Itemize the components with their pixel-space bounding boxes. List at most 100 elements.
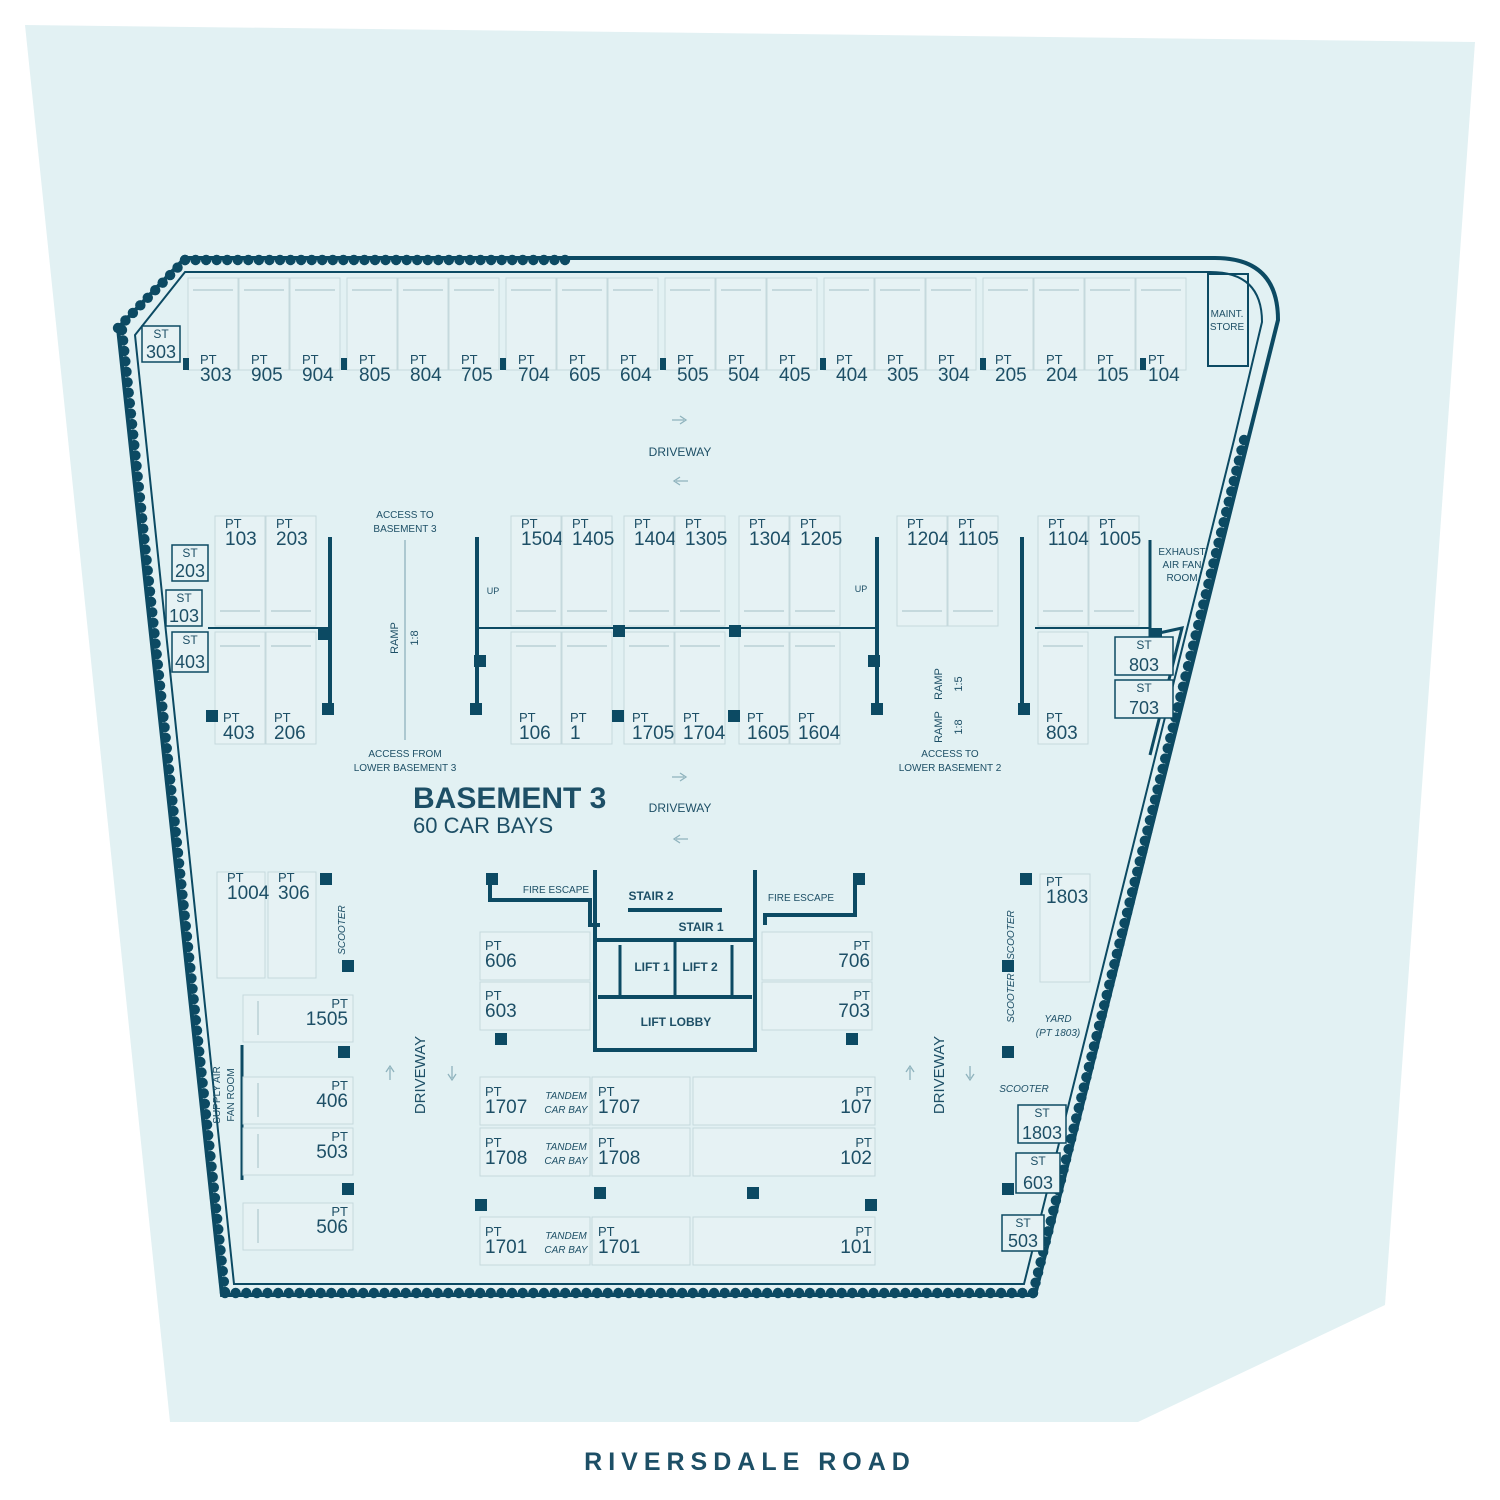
hedge-dot <box>1149 794 1161 805</box>
column <box>728 710 740 722</box>
storage-label-st: ST <box>182 633 198 647</box>
building-inner-outline <box>133 271 1264 1285</box>
storage-unit <box>1017 1104 1067 1144</box>
column <box>495 1033 507 1045</box>
hedge-dot <box>368 1287 380 1299</box>
hedge-dot <box>117 335 129 346</box>
hedge-dot <box>1159 753 1171 764</box>
bay-label-number: 205 <box>995 365 1027 386</box>
bay-label-number: 405 <box>779 365 811 386</box>
bay-label-number: 1504 <box>521 529 564 550</box>
bay-label-pt: PT <box>598 1224 615 1239</box>
hedge-dot <box>1045 1215 1056 1227</box>
driveway-left-label: DRIVEWAY <box>412 1036 429 1114</box>
parking-bay <box>591 1127 691 1177</box>
parking-bay <box>715 277 767 371</box>
hedge-dot <box>1006 1287 1017 1299</box>
hedge-dot <box>154 680 166 691</box>
hedge-dot <box>218 1276 230 1287</box>
bay-label-number: 104 <box>1148 365 1180 386</box>
parking-bay <box>591 1216 691 1266</box>
hedge-dot <box>150 638 161 649</box>
hedge-dot <box>549 1287 560 1299</box>
parking-bay <box>823 277 875 371</box>
bay-label-number: 1701 <box>485 1237 527 1258</box>
lift1-label: LIFT 1 <box>634 960 670 974</box>
bay-label-pt: PT <box>1046 874 1063 889</box>
parking-bay <box>896 515 948 627</box>
hedge-dot <box>379 1287 390 1299</box>
column <box>846 1033 858 1045</box>
bay-label-pt: PT <box>302 352 319 367</box>
hedge-dot <box>443 254 455 266</box>
parking-bay <box>479 931 591 981</box>
hedge-dot <box>528 1287 539 1299</box>
hedge-dot <box>1233 455 1245 466</box>
bay-label-pt: PT <box>410 352 427 367</box>
hedge-dot <box>204 1140 215 1151</box>
parking-bay <box>448 277 500 371</box>
hedge-dot <box>122 377 133 388</box>
hedge-dot <box>1223 496 1234 507</box>
hedge-dot <box>1116 928 1128 939</box>
hedge-dot <box>1175 691 1186 703</box>
parking-bay <box>561 515 613 627</box>
bay-label-pt: PT <box>485 1135 502 1150</box>
tandem-label-1: TANDEM <box>545 1231 587 1242</box>
hedge-dot <box>836 1287 847 1299</box>
hedge-dot <box>623 1287 635 1299</box>
hedge-dot <box>243 254 254 266</box>
bay-label-number: 101 <box>840 1237 872 1258</box>
hedge-dot <box>932 1287 943 1299</box>
parking-bay <box>214 631 266 745</box>
hedge-dot <box>1172 702 1184 713</box>
bay-label-number: 304 <box>938 365 970 386</box>
bay-label-pt: PT <box>728 352 745 367</box>
storage-label-st: ST <box>1034 1106 1050 1120</box>
hedge-dot <box>1142 825 1153 836</box>
hedge-dot <box>1147 804 1158 816</box>
parking-bay <box>267 871 317 979</box>
bay-label-pt: PT <box>1097 352 1114 367</box>
parking-bay <box>925 277 977 371</box>
lift-lobby-label: LIFT LOBBY <box>641 1015 712 1029</box>
hedge-dot <box>171 837 183 848</box>
hedge-dot <box>150 285 161 296</box>
hedge-dot <box>200 254 212 266</box>
hedge-dot <box>148 617 159 628</box>
tandem-label-2: CAR BAY <box>544 1245 588 1256</box>
bay-label-pt: PT <box>1046 352 1063 367</box>
driveway-right-label: DRIVEWAY <box>931 1036 948 1114</box>
parking-bay <box>674 631 726 745</box>
bay-label-pt: PT <box>1148 352 1165 367</box>
hedge-dot <box>124 397 136 409</box>
fire-escape-right: FIRE ESCAPE <box>768 893 834 904</box>
hedge-dot <box>995 1287 1007 1299</box>
column <box>1002 1183 1014 1195</box>
hedge-dot <box>203 1129 214 1141</box>
hedge-dot <box>762 1287 773 1299</box>
bay-label-number: 1 <box>570 723 581 744</box>
parking-bay <box>738 631 790 745</box>
parking-bay <box>766 277 818 371</box>
hedge-dot <box>210 1203 222 1214</box>
hedge-dot <box>166 784 177 796</box>
hedge-dot <box>591 1287 603 1299</box>
hedge-dot <box>162 753 174 764</box>
bay-label-pt: PT <box>1099 516 1116 531</box>
hedge-dot <box>1162 743 1173 754</box>
hedge-dot <box>390 254 402 266</box>
parking-bay <box>874 277 926 371</box>
hedge-dot <box>326 1287 337 1299</box>
hedge-dot <box>173 858 185 869</box>
parking-bay <box>216 871 266 979</box>
scooter-left: SCOOTER <box>337 905 348 954</box>
hedge-dot <box>1215 527 1227 538</box>
bay-label-number: 905 <box>251 365 283 386</box>
hedge-dot <box>163 763 175 775</box>
hedge-dot <box>285 254 296 266</box>
hedge-dot <box>306 254 317 266</box>
bay-label-number: 1304 <box>749 529 792 550</box>
hedge-dot <box>359 254 370 266</box>
fire-escape-left: FIRE ESCAPE <box>523 885 589 896</box>
